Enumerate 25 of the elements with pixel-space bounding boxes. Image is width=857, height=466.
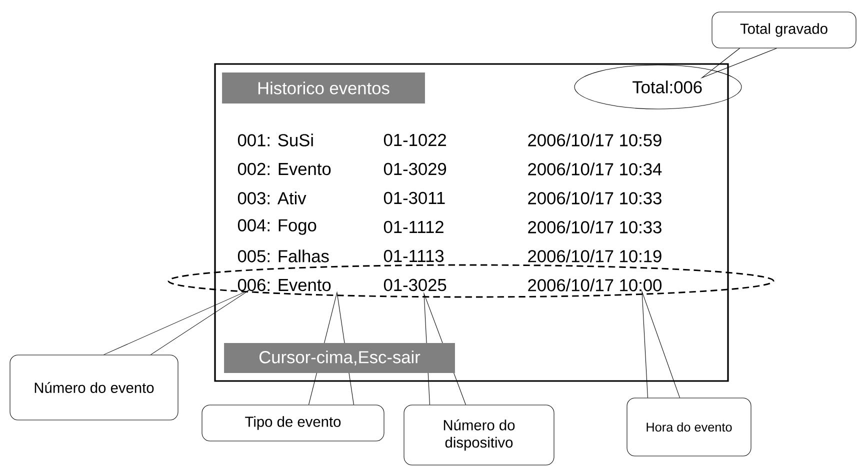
table-cell: 01-1022	[384, 134, 446, 146]
table-cell: 01-3025	[384, 278, 446, 292]
callout-box: Número do evento	[10, 354, 178, 420]
table-cell: 2006/10/17 10:34	[528, 162, 662, 176]
table-cell: 006: Evento	[238, 278, 331, 292]
status-bar: Cursor-cima,Esc-sair	[224, 343, 455, 373]
table-cell: 2006/10/17 10:33	[528, 220, 662, 234]
dashed-ellipse	[168, 264, 774, 298]
table-cell: 003: Ativ	[238, 192, 306, 204]
table-cell: 002: Evento	[238, 162, 331, 176]
table-cell: 2006/10/17 10:33	[528, 192, 662, 204]
table-cell: 01-1112	[384, 220, 444, 234]
table-cell: 004: Fogo	[238, 219, 316, 235]
table-cell: 01-3029	[384, 162, 446, 176]
callout-tail	[642, 290, 680, 398]
callout-box: Hora do evento	[626, 398, 752, 456]
table-cell: 2006/10/17 10:59	[528, 134, 662, 146]
title-bar: Historico eventos	[222, 72, 425, 104]
callout-box: Número do dispositivo	[404, 404, 554, 466]
table-cell: 001: SuSi	[238, 134, 313, 146]
table-cell: 01-3011	[384, 192, 445, 204]
callout-box: Total gravado	[712, 12, 856, 48]
table-cell: 2006/10/17 10:00	[528, 278, 662, 292]
callout-box: Tipo de evento	[202, 404, 384, 442]
callout-tail	[103, 289, 250, 355]
